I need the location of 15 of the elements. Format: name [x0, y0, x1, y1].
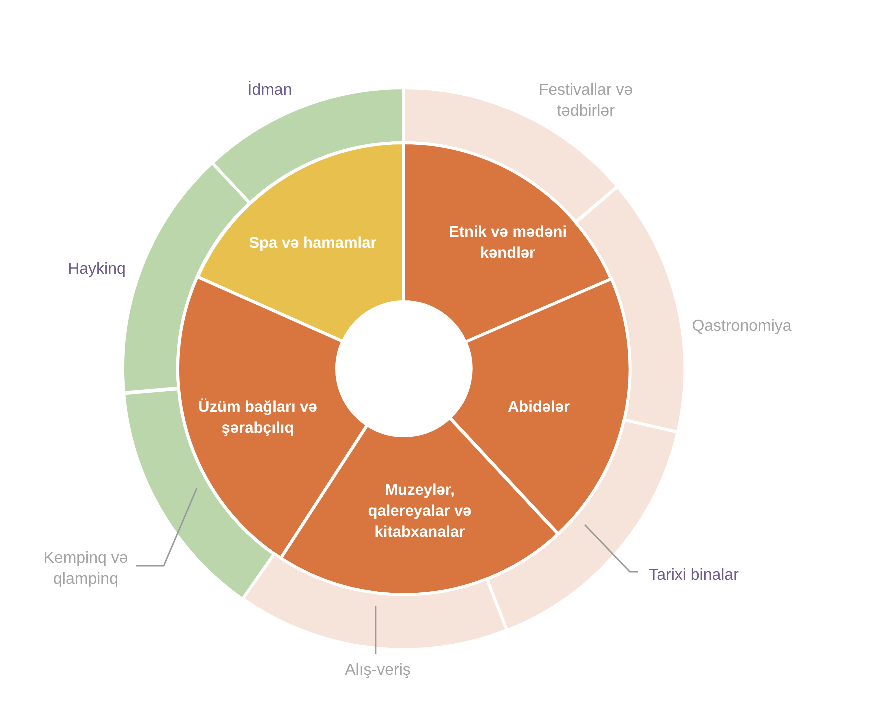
segment-label: İdman — [246, 80, 294, 100]
segment-label: Alış-veriş — [338, 658, 418, 682]
segment-label: Festivallar və tədbirlər — [538, 81, 634, 122]
leader-line — [584, 524, 638, 573]
segment-label: Haykinq — [67, 260, 127, 280]
segment-label: Etnik və mədəni kəndlər — [448, 223, 568, 264]
leader-line — [375, 606, 377, 654]
segment-label: Muzeylər, qalereyalar və kitabxanalar — [367, 481, 473, 544]
leader-line — [136, 488, 198, 567]
segment-label: Abidələr — [506, 398, 571, 418]
segment-label: Qastronomiya — [691, 317, 793, 338]
segment-label: Spa və hamamlar — [248, 234, 378, 254]
segment-label: Üzüm bağları və şərabçılıq — [198, 398, 318, 439]
segment-label: Tarixi binalar — [642, 563, 746, 587]
segment-label: Kempinq və qlampinq — [40, 547, 132, 591]
